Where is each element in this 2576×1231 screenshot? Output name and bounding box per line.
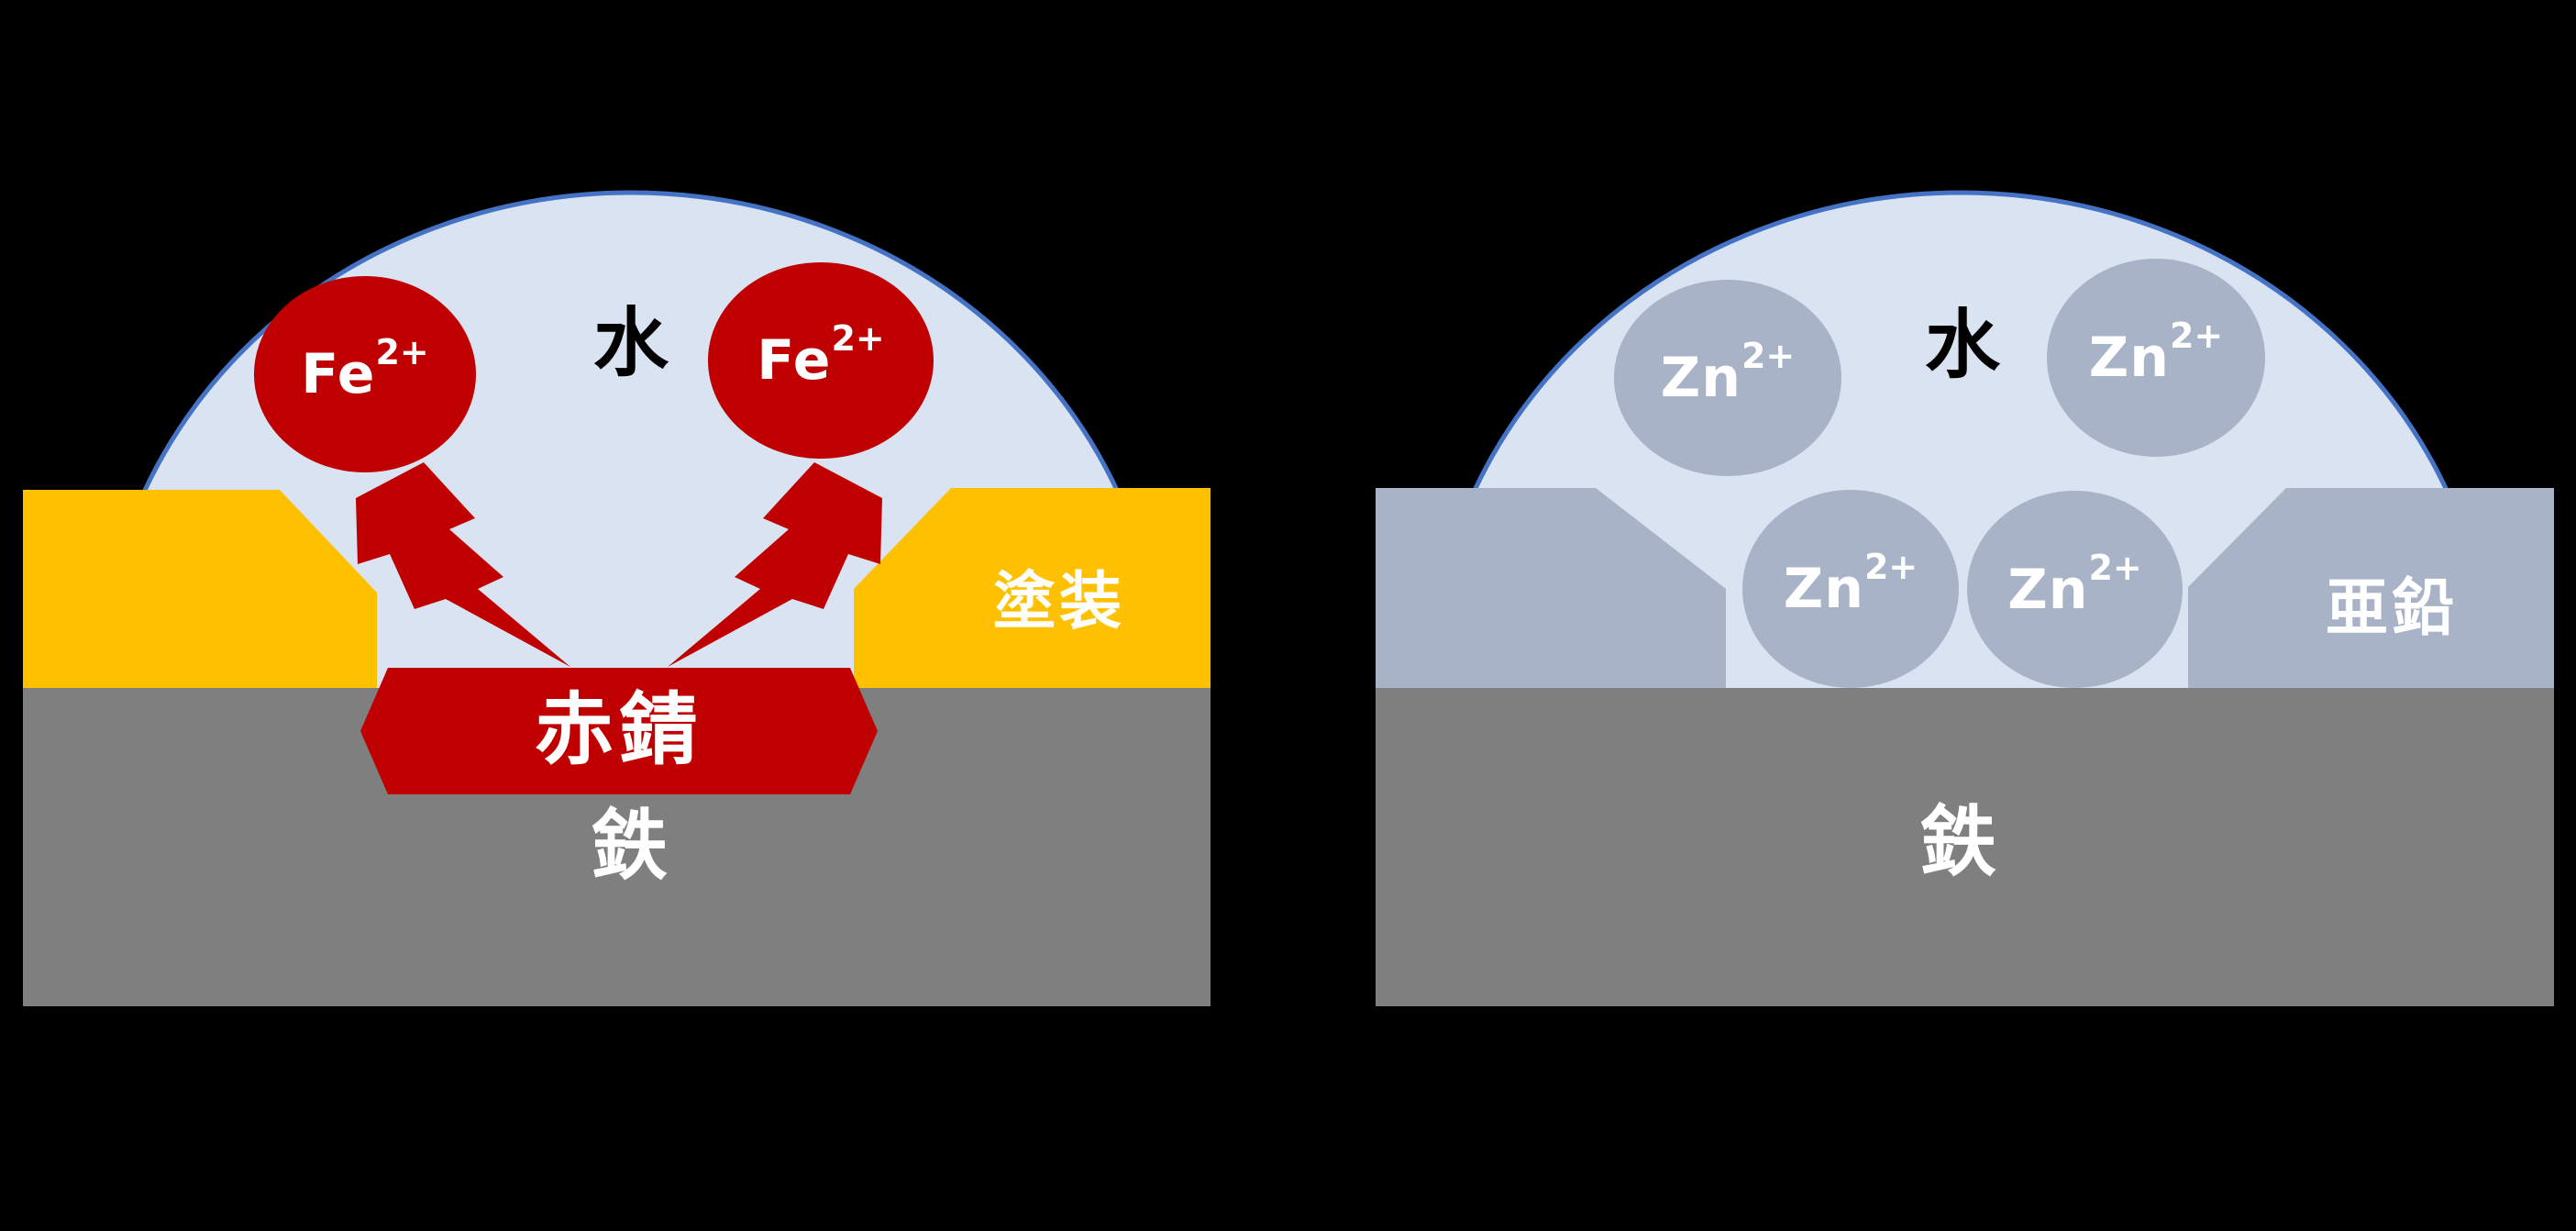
water-droplet-left-outline [98,190,1164,689]
zn-ion-label: Zn [2007,557,2089,622]
fe-ion-charge: 2+ [375,332,429,372]
zn-ion-charge: 2+ [2088,547,2142,588]
iron-label: 鉄 [590,801,669,891]
zn-ion-charge: 2+ [1741,336,1796,376]
zn-ion-label: Zn [1660,346,1741,410]
zinc-layer-right-block [2188,488,2554,688]
zinc-layer-left-block [1376,488,1726,688]
iron-label: 鉄 [1918,797,1997,887]
fe-ion-label: Fe [757,328,832,393]
water-droplet-right-outline [1428,190,2493,689]
zinc-label: 亜鉛 [2325,572,2459,645]
rust-label: 赤錆 [535,684,703,776]
paint-layer-right-block [854,488,1211,688]
water-label: 水 [1924,302,2001,389]
zn-ion-charge: 2+ [1863,547,1918,587]
paint-layer-left-block [23,490,377,688]
zn-ion-charge: 2+ [2169,316,2224,356]
zn-ion-label: Zn [1783,557,1864,621]
paint-label: 塗装 [992,566,1126,638]
water-label: 水 [592,300,669,387]
fe-ion-label: Fe [301,342,376,406]
fe-ion-charge: 2+ [831,318,885,359]
iron-substrate-right [1376,688,2554,1006]
lightning-bolt-right-icon [668,462,882,667]
lightning-bolt-left-icon [356,462,570,667]
zn-ion-label: Zn [2088,326,2170,390]
red-rust-layer [360,668,878,794]
